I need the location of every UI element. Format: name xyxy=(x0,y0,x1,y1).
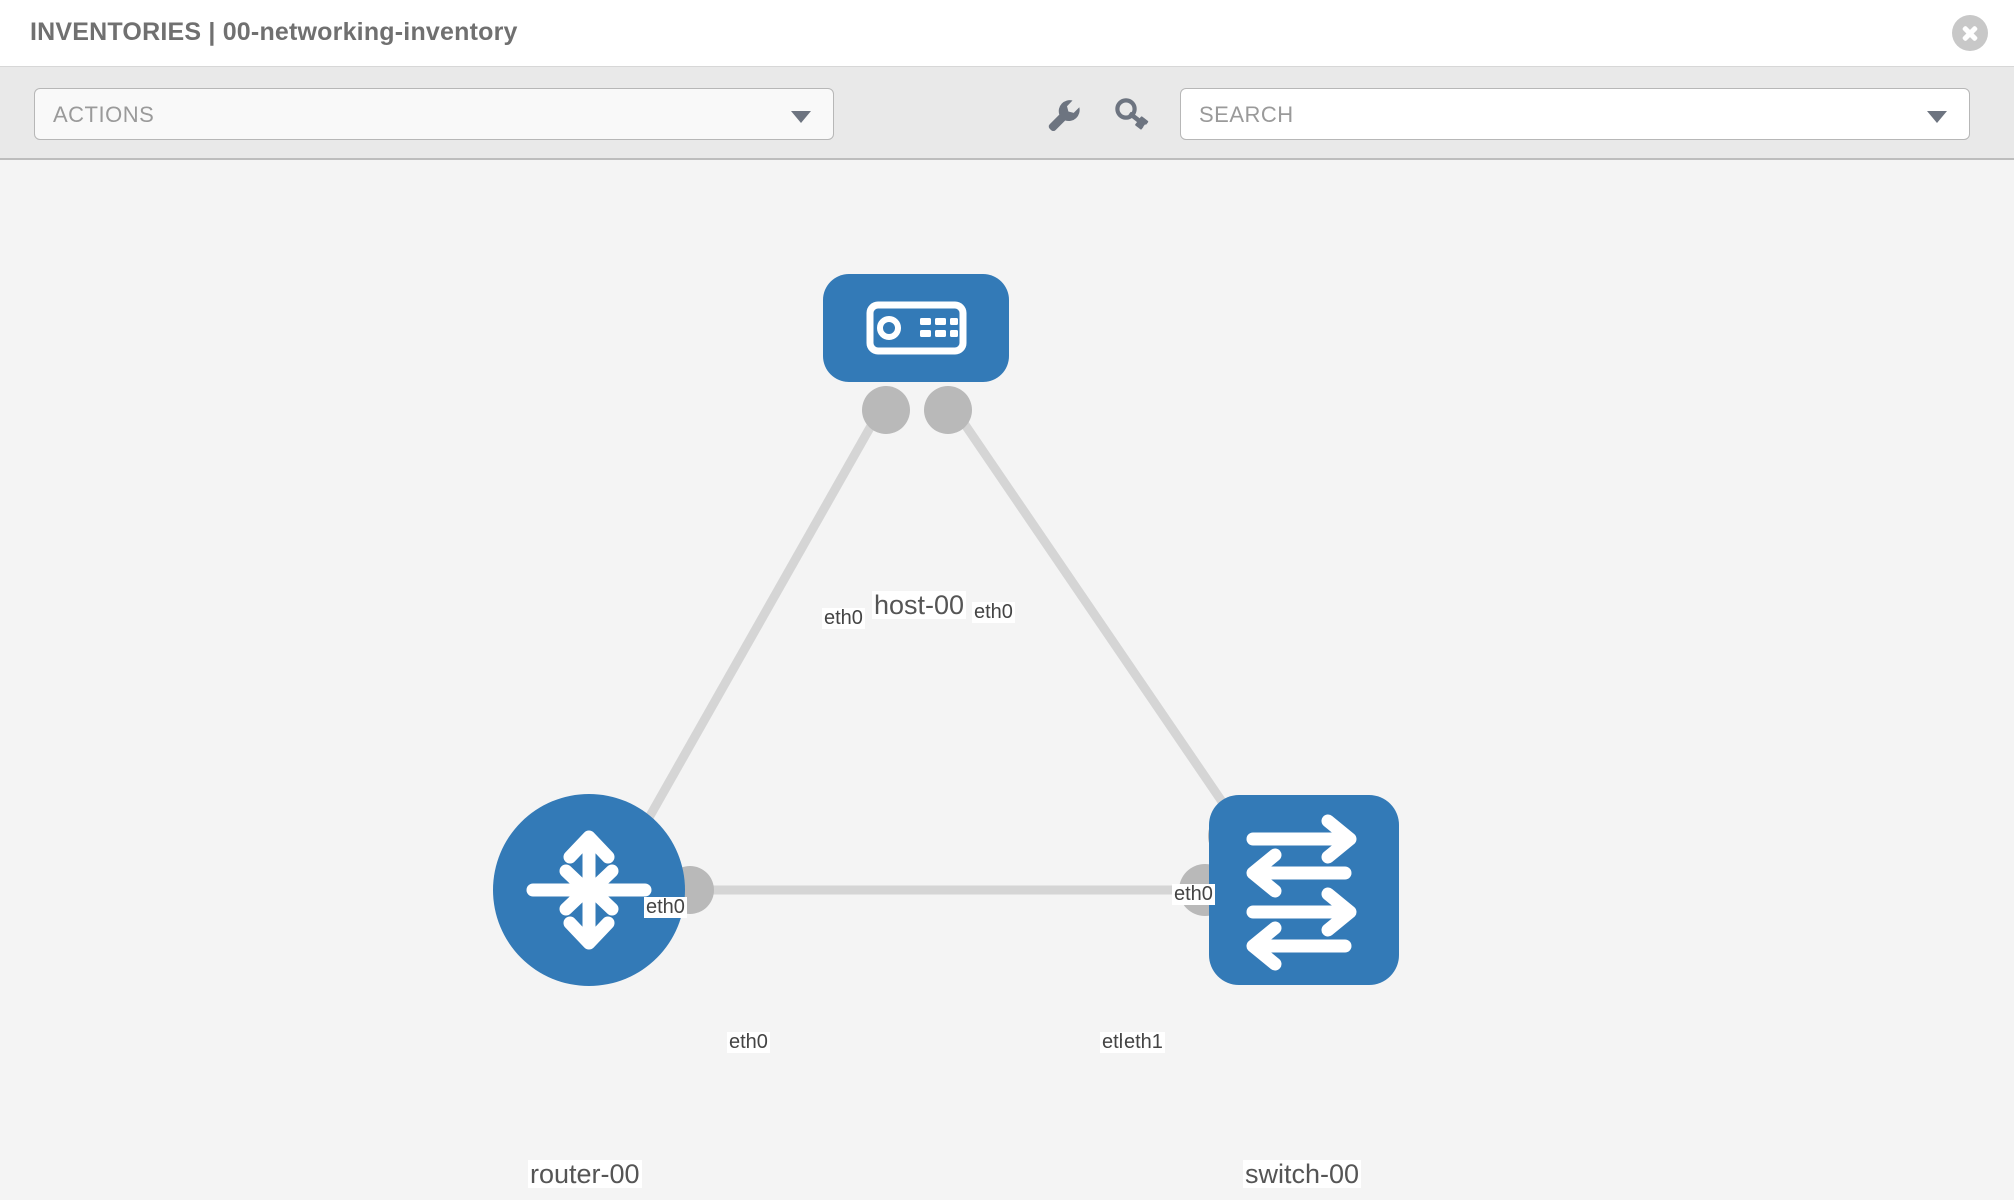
link-host-router xyxy=(621,407,884,863)
iface-label-router-top: eth0 xyxy=(644,896,687,918)
node-switch-00 xyxy=(1209,795,1399,985)
close-icon[interactable] xyxy=(1952,15,1988,51)
page-header: INVENTORIES | 00-networking-inventory xyxy=(0,0,2014,67)
iface-label-host-left: eth0 xyxy=(822,607,865,629)
actions-dropdown[interactable]: ACTIONS xyxy=(34,88,834,140)
key-icon[interactable] xyxy=(1112,95,1152,135)
chevron-down-icon xyxy=(791,111,811,123)
toolbar: ACTIONS SEARCH xyxy=(0,67,2014,160)
iface-label-host-right: eth0 xyxy=(972,601,1015,623)
topology-graph[interactable] xyxy=(0,160,2014,1200)
node-label-router-00: router-00 xyxy=(528,1159,642,1189)
switch-arrows-icon xyxy=(1246,814,1357,971)
node-router-00 xyxy=(493,794,685,986)
chevron-down-icon xyxy=(1927,111,1947,123)
actions-dropdown-label: ACTIONS xyxy=(53,102,155,127)
link-host-switch xyxy=(951,407,1259,853)
topology-links xyxy=(621,407,1259,895)
search-input[interactable]: SEARCH xyxy=(1180,88,1970,140)
page-title: INVENTORIES | 00-networking-inventory xyxy=(30,18,518,46)
search-input-placeholder: SEARCH xyxy=(1199,102,1294,127)
topology-canvas[interactable]: eth0 eth0 eth0 eth0 eth0 eth0 eth1 host-… xyxy=(0,160,2014,1200)
iface-label-router-right: eth0 xyxy=(727,1031,770,1053)
node-label-host-00: host-00 xyxy=(872,590,967,620)
server-appliance-icon xyxy=(866,301,967,355)
port-host-right xyxy=(924,386,972,434)
node-label-switch-00: switch-00 xyxy=(1243,1159,1362,1189)
node-host-00 xyxy=(823,274,1009,382)
wrench-icon[interactable] xyxy=(1043,95,1083,135)
iface-label-switch-top: eth0 xyxy=(1172,883,1215,905)
topology-ports xyxy=(666,386,1260,916)
router-arrows-icon xyxy=(526,830,652,950)
iface-label-switch-left-b: eth1 xyxy=(1122,1031,1165,1053)
port-host-left xyxy=(862,386,910,434)
